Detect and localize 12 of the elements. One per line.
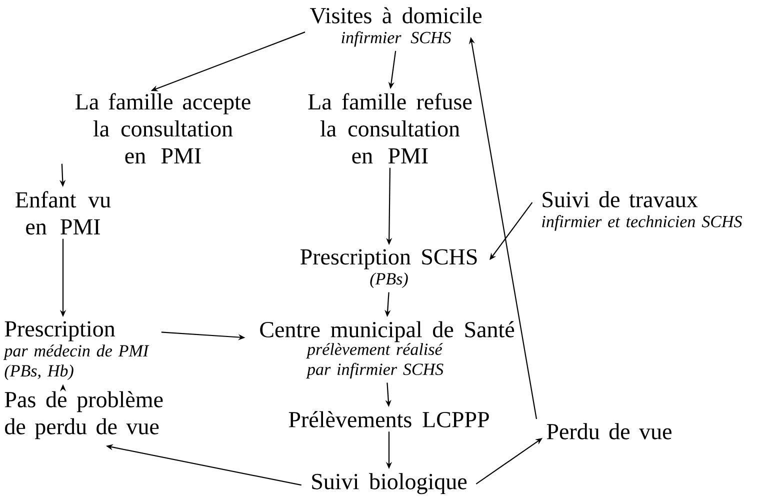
flow-step: La famille refuse la consultation en PMI [308, 93, 472, 164]
flow-step: Perdu de vue [546, 423, 672, 440]
flow-step: Prélèvements LCPPP [288, 411, 489, 428]
flow-step: Enfant vu en PMI [16, 191, 111, 235]
flow-step: Visites à domicile infirmier SCHS [310, 7, 482, 47]
flow-step: Suivi biologique [312, 473, 467, 494]
flow-step: Pas de problème de perdu de vue [4, 391, 163, 440]
flow-step: La famille accepte la consultation en PMI [76, 93, 250, 164]
flow-step: Suivi de travaux infirmier et technicien SCHS [542, 191, 742, 231]
flow-step: Prescription SCHS (PBs) [300, 249, 477, 288]
flow-step: Centre municipal de Santé prélèvement réalisé par infirmier SCHS [260, 321, 514, 378]
flow-step: Prescription par médecin de PMI (PBs, Hb) [3, 321, 150, 380]
